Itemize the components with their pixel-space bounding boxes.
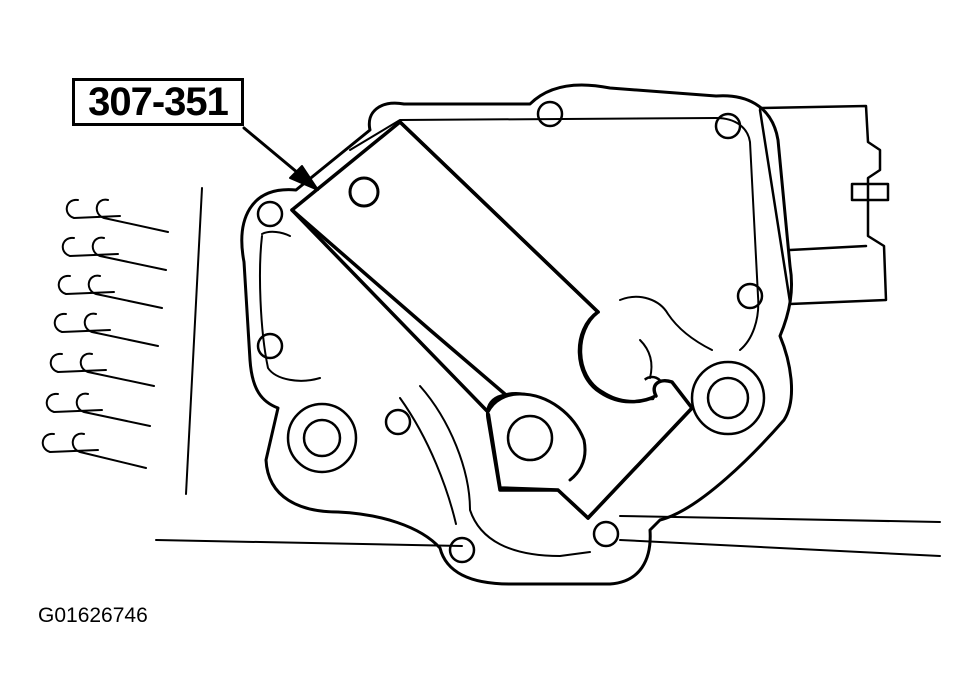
boot-hatching (43, 188, 202, 494)
figure-id: G01626746 (38, 604, 148, 627)
alignment-tool-307-351 (292, 122, 692, 518)
mounting-holes (258, 102, 762, 562)
tool-hole (350, 178, 378, 206)
sensor-housing (242, 85, 792, 584)
arrow-icon (244, 128, 318, 190)
connector-body (760, 106, 890, 304)
case-edge-lines (156, 516, 940, 556)
tool-callout-label: 307-351 (72, 78, 244, 126)
